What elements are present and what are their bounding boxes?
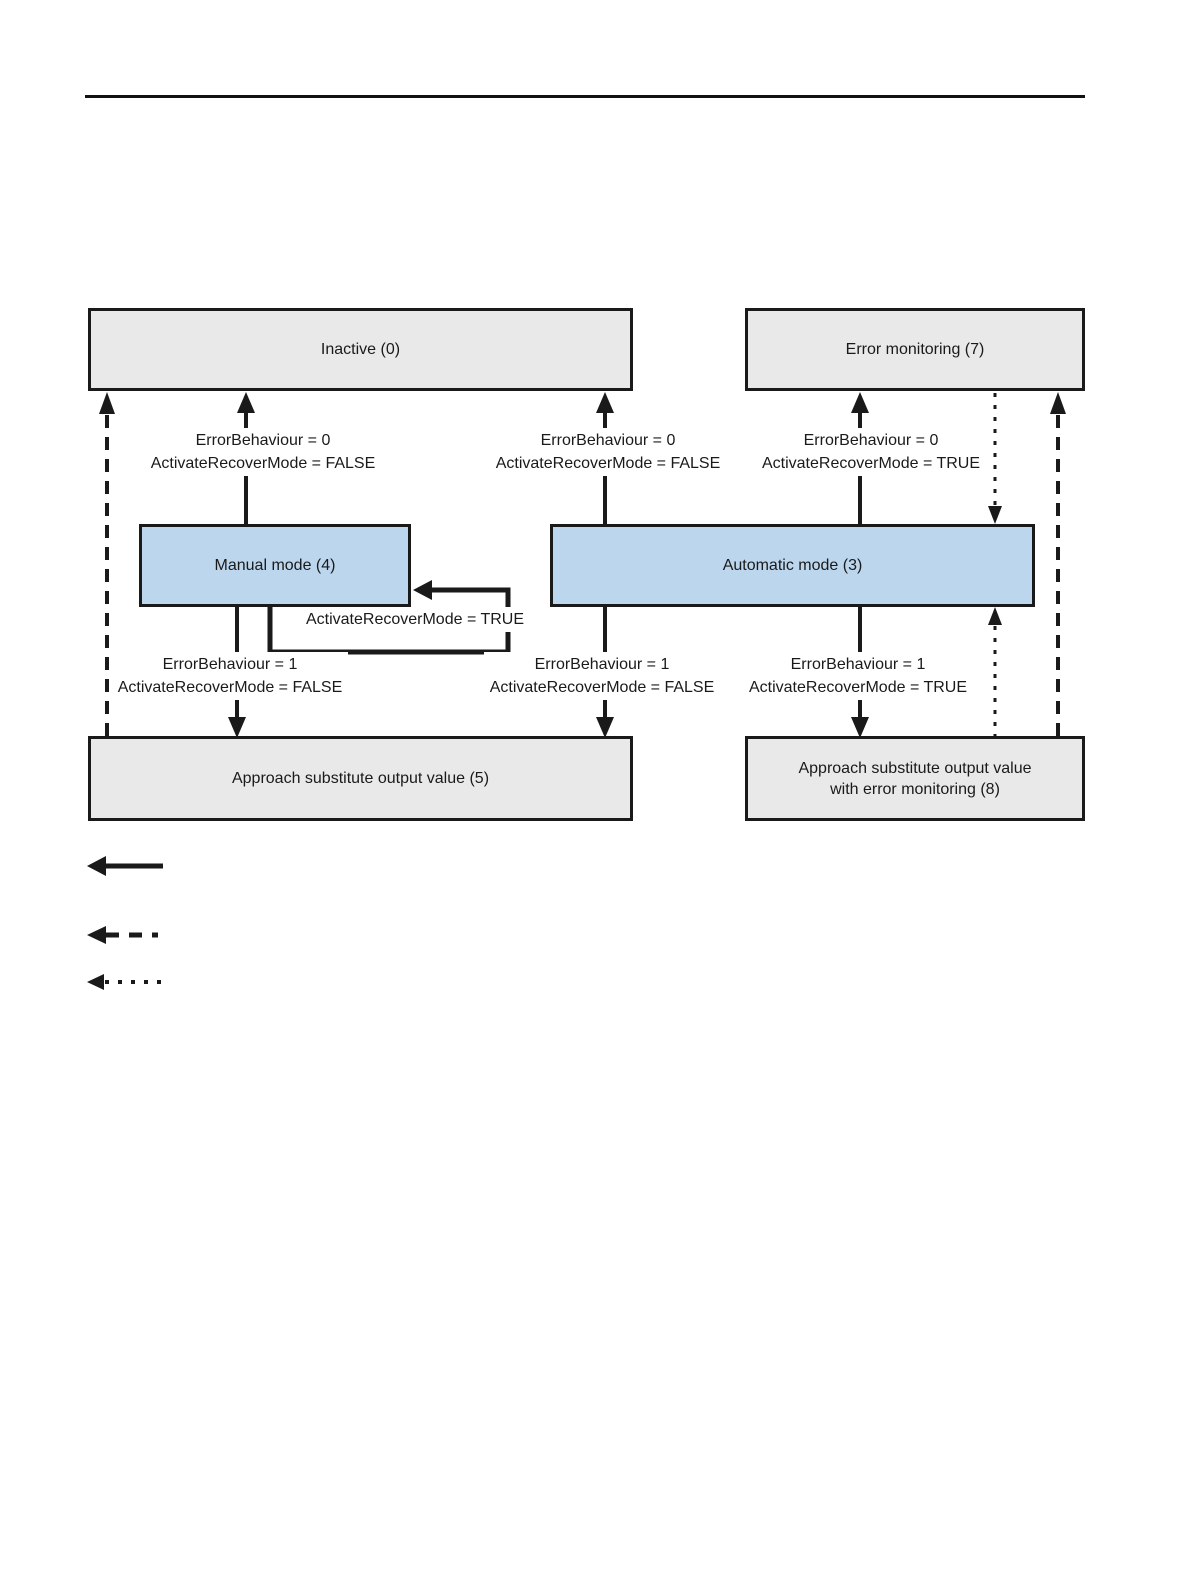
condition-line2: ActivateRecoverMode = FALSE (150, 455, 376, 472)
state-label-inactive: Inactive (0) (320, 341, 401, 358)
condition-line1: ErrorBehaviour = 1 (790, 656, 926, 673)
state-label-error-monitoring: Error monitoring (7) (845, 341, 985, 358)
state-box-automatic-mode: Automatic mode (3) (550, 524, 1035, 607)
condition-line1: ErrorBehaviour = 0 (540, 432, 676, 449)
state-label-approach-substitute-monitoring-line2: with error monitoring (8) (830, 780, 1000, 798)
condition-line2: ActivateRecoverMode = FALSE (489, 679, 715, 696)
transition-label-automatic-to-substitute-monitoring: ErrorBehaviour = 1 ActivateRecoverMode =… (740, 652, 976, 700)
dotted-arrow-error-monitoring-to-automatic (988, 393, 1002, 524)
condition-line2: ActivateRecoverMode = TRUE (761, 455, 980, 472)
state-label-approach-substitute: Approach substitute output value (5) (231, 770, 490, 787)
condition-line2: ActivateRecoverMode = FALSE (495, 455, 721, 472)
legend-solid-arrow-left-icon (87, 856, 163, 876)
condition-line1: ErrorBehaviour = 1 (534, 656, 670, 673)
condition-line1: ErrorBehaviour = 0 (195, 432, 331, 449)
state-label-approach-substitute-monitoring-line1: Approach substitute output value (798, 759, 1032, 777)
state-box-inactive: Inactive (0) (88, 308, 633, 391)
state-box-manual-mode: Manual mode (4) (139, 524, 411, 607)
condition-line1: ErrorBehaviour = 1 (162, 656, 298, 673)
legend-dotted-arrow-left-icon (87, 974, 163, 990)
transition-label-manual-to-inactive: ErrorBehaviour = 0 ActivateRecoverMode =… (143, 428, 383, 476)
state-label-manual-mode: Manual mode (4) (214, 557, 336, 574)
state-box-approach-substitute-monitoring: Approach substitute output value with er… (745, 736, 1085, 821)
transition-label-automatic-to-inactive: ErrorBehaviour = 0 ActivateRecoverMode =… (488, 428, 728, 476)
transition-label-automatic-to-substitute: ErrorBehaviour = 1 ActivateRecoverMode =… (484, 652, 720, 700)
transition-label-automatic-to-error-monitoring: ErrorBehaviour = 0 ActivateRecoverMode =… (753, 428, 989, 476)
state-box-error-monitoring: Error monitoring (7) (745, 308, 1085, 391)
condition-line2: ActivateRecoverMode = FALSE (117, 679, 343, 696)
dotted-arrow-substitute-monitoring-to-automatic (988, 607, 1002, 737)
transition-label-recover-loop: ActivateRecoverMode = TRUE (290, 607, 540, 632)
state-box-approach-substitute: Approach substitute output value (5) (88, 736, 633, 821)
state-label-automatic-mode: Automatic mode (3) (722, 557, 863, 574)
dashed-arrow-substitute-to-inactive (99, 392, 115, 737)
condition-line1: ErrorBehaviour = 0 (803, 432, 939, 449)
legend-dashed-arrow-left-icon (87, 926, 158, 944)
dashed-arrow-substitute-monitoring-to-error-monitoring (1050, 392, 1066, 737)
page-header-rule (85, 95, 1085, 98)
condition-line1: ActivateRecoverMode = TRUE (305, 611, 524, 628)
transition-label-manual-to-substitute: ErrorBehaviour = 1 ActivateRecoverMode =… (112, 652, 348, 700)
condition-line2: ActivateRecoverMode = TRUE (748, 679, 967, 696)
